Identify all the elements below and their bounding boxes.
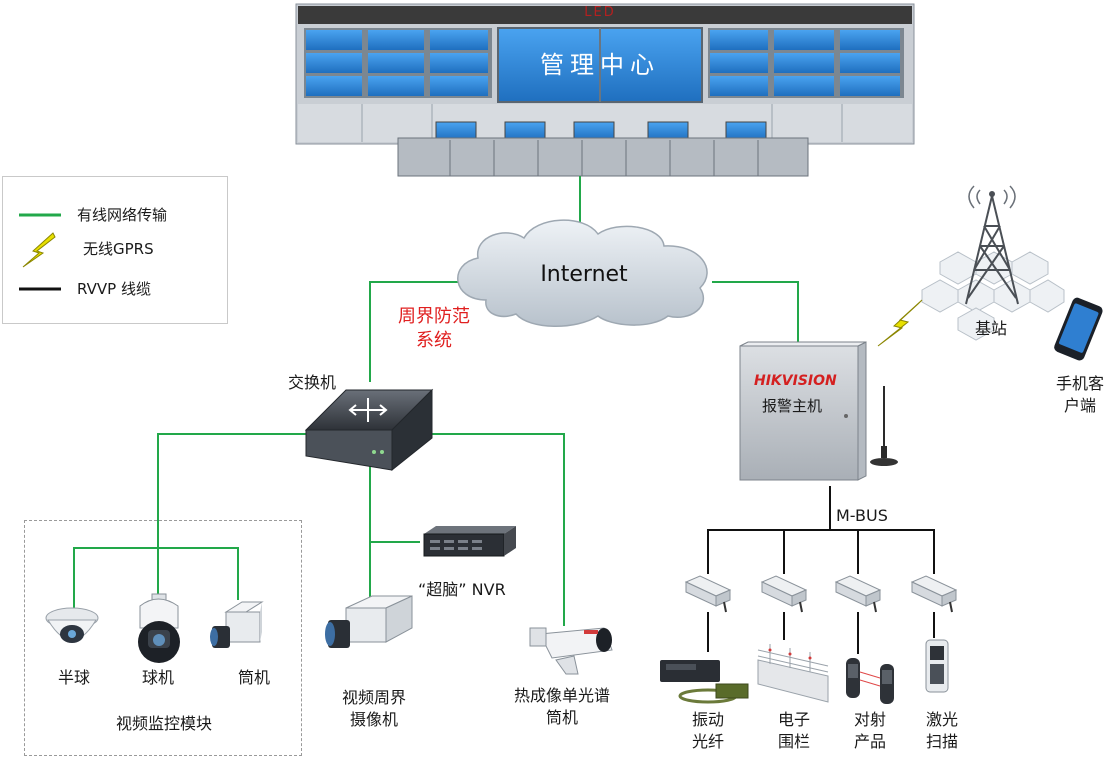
smartphone-icon [1054, 297, 1103, 361]
video-monitoring-module-box [24, 520, 302, 756]
legend-label: 无线GPRS [83, 240, 154, 258]
electronic-fence-icon [757, 644, 829, 703]
led-sign-label: LED [584, 5, 616, 20]
beam-detector-icon [846, 658, 894, 704]
right-window-grid [708, 28, 904, 98]
wired-line-swatch [19, 213, 61, 217]
thermal-camera-icon [529, 627, 613, 675]
box-camera-label: 筒机 [237, 668, 271, 687]
dome-camera-label: 半球 [57, 668, 91, 687]
antenna-icon [870, 386, 898, 466]
perimeter-system-title-line1: 周界防范 [398, 306, 470, 327]
internet-cloud-icon [457, 219, 708, 327]
rvvp-line-swatch [19, 287, 61, 291]
legend-item-wireless: 无线GPRS [3, 232, 227, 268]
legend: 有线网络传输 无线GPRS RVVP 线缆 [2, 176, 228, 324]
detector-label-line1: 激光 [925, 710, 959, 729]
m-bus-label: M-BUS [836, 506, 888, 525]
dome-camera-icon [45, 607, 99, 643]
wireless-gprs-bolt-icon [877, 299, 923, 347]
management-center-building [295, 3, 915, 177]
perimeter-system-title-line2: 系统 [416, 330, 452, 351]
legend-item-rvvp: RVVP 线缆 [3, 277, 227, 301]
nvr-device-icon [423, 526, 516, 557]
laser-scanner-icon [925, 639, 949, 693]
base-station-label: 基站 [974, 319, 1008, 338]
detector-label-line1: 对射 [853, 710, 887, 729]
alarm-host-brand: HIKVISION [754, 373, 837, 389]
rvvp-cable-lines [707, 486, 935, 654]
mobile-client-label-line2: 户端 [1063, 396, 1097, 415]
mobile-client-label-line1: 手机客 [1055, 374, 1105, 393]
perimeter-camera-icon [325, 595, 413, 648]
legend-label: 有线网络传输 [77, 206, 168, 224]
speed-dome-label: 球机 [141, 668, 175, 687]
detector-label-line1: 振动 [691, 710, 725, 729]
box-camera-icon [210, 601, 264, 648]
perimeter-camera-label-line1: 视频周界 [341, 688, 407, 707]
alarm-host-cabinet-icon [739, 341, 867, 481]
legend-item-wired: 有线网络传输 [3, 203, 227, 227]
alarm-host-label: 报警主机 [762, 397, 823, 415]
network-switch-icon [304, 388, 434, 472]
left-window-grid [304, 28, 492, 98]
console-desk [397, 137, 809, 177]
speed-dome-camera-icon [138, 593, 180, 663]
internet-label: Internet [540, 262, 628, 287]
legend-label: RVVP 线缆 [77, 280, 151, 298]
wired-network-lines [73, 176, 799, 626]
detector-label-line2: 扫描 [925, 732, 959, 751]
detector-label-line2: 围栏 [777, 732, 811, 751]
base-station-tower-icon [921, 185, 1065, 341]
video-module-title: 视频监控模块 [115, 714, 213, 733]
thermal-camera-label-line1: 热成像单光谱 [513, 686, 611, 705]
nvr-label: “超脑” NVR [418, 580, 506, 599]
vibration-fiber-icon [660, 660, 749, 704]
detector-label-line2: 光纤 [691, 732, 725, 751]
detector-label-line2: 产品 [853, 732, 887, 751]
thermal-camera-label-line2: 筒机 [545, 708, 579, 727]
management-center-title: 管理中心 [540, 51, 660, 79]
perimeter-camera-label-line2: 摄像机 [349, 710, 399, 729]
detector-module-icon [684, 575, 958, 613]
switch-label: 交换机 [287, 373, 337, 392]
wireless-bolt-swatch-icon [22, 232, 56, 268]
detector-label-line1: 电子 [777, 710, 811, 729]
led-sign-bar [298, 6, 912, 24]
